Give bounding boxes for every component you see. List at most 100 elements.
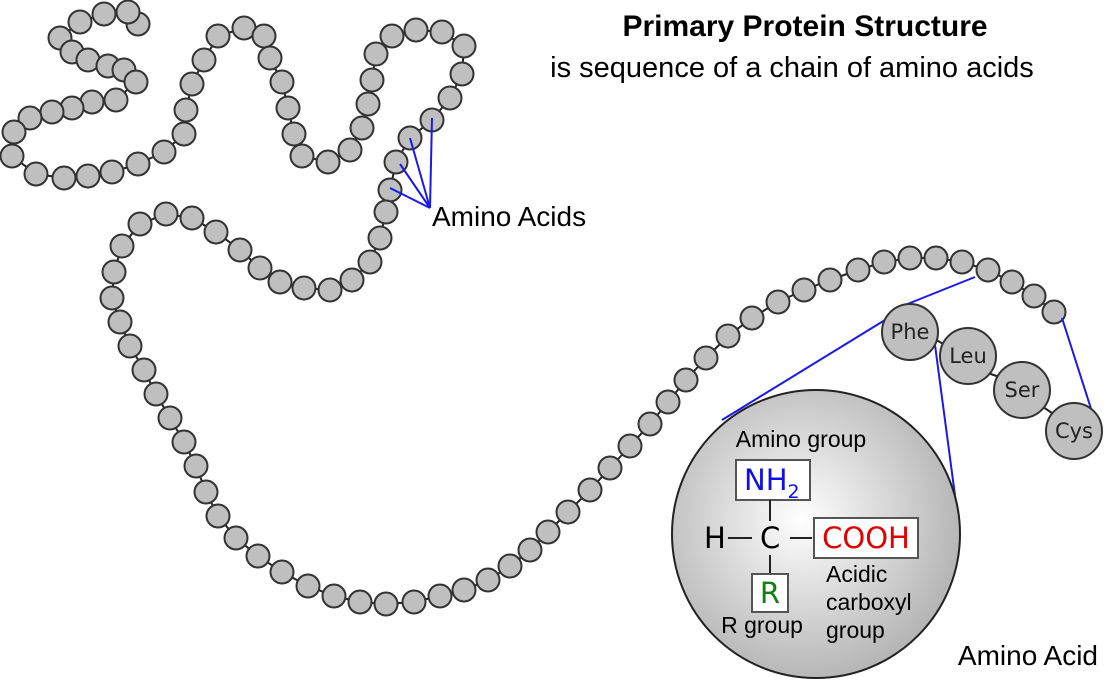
diagram-subtitle: is sequence of a chain of amino acids bbox=[550, 52, 1034, 84]
amino-acid-bead bbox=[123, 69, 149, 95]
amino-acid-bead bbox=[245, 543, 271, 569]
amino-acid-bead bbox=[269, 559, 295, 585]
amino-acid-bead bbox=[401, 589, 427, 615]
amino-acid-bead bbox=[597, 455, 623, 481]
amino-acid-bead bbox=[535, 519, 561, 545]
amino-acid-bead bbox=[949, 249, 975, 275]
amino-acid-bead bbox=[1041, 299, 1067, 325]
amino-acid-bead bbox=[223, 525, 249, 551]
acidic-label-line1: Acidic bbox=[826, 561, 887, 587]
diagram-title: Primary Protein Structure bbox=[622, 10, 987, 43]
amino-acid-bead bbox=[475, 567, 501, 593]
amino-acid-bead bbox=[403, 17, 429, 43]
amino-acid-bead bbox=[99, 285, 125, 311]
amino-acid-bead bbox=[451, 33, 477, 59]
amino-acid-bead bbox=[339, 267, 365, 293]
amino-acid-bead bbox=[349, 115, 375, 141]
amino-acid-bead bbox=[437, 85, 463, 111]
amino-acid-bead bbox=[99, 159, 125, 185]
amino-acid-bead bbox=[845, 257, 871, 283]
amino-acid-bead bbox=[315, 149, 341, 175]
zoom-lines-residues bbox=[904, 276, 1095, 419]
amino-acid-bead bbox=[251, 23, 277, 49]
amino-acid-bead bbox=[257, 45, 283, 71]
pointer-line bbox=[409, 137, 431, 209]
amino-acid-bead bbox=[131, 357, 157, 383]
amino-acid-bead bbox=[359, 67, 385, 93]
amino-acid-bead bbox=[367, 225, 393, 251]
residue-leu bbox=[939, 327, 997, 385]
amino-acid-bead bbox=[817, 267, 843, 293]
residue-cys bbox=[1045, 402, 1103, 460]
amino-acid-bead bbox=[39, 99, 65, 125]
amino-acid-bead bbox=[107, 309, 133, 335]
amino-acid-bead bbox=[765, 289, 791, 315]
r-box bbox=[751, 573, 789, 613]
amino-acid-structure: Amino group NH2 H C COOH R R group Acidi… bbox=[671, 389, 961, 679]
amino-acid-bead bbox=[715, 323, 741, 349]
amino-acid-bead bbox=[171, 121, 197, 147]
residue-ser-label: Ser bbox=[1005, 378, 1040, 402]
residue-cys-label: Cys bbox=[1055, 419, 1093, 443]
amino-acid-bead bbox=[373, 199, 399, 225]
amino-acid-bead bbox=[1, 119, 27, 145]
amino-acid-bead bbox=[0, 143, 25, 169]
amino-acid-bead bbox=[143, 381, 169, 407]
cooh-label: COOH bbox=[822, 521, 910, 555]
amino-acid-bead bbox=[377, 177, 403, 203]
amino-acid-bead bbox=[75, 163, 101, 189]
acidic-label-line3: group bbox=[826, 617, 885, 643]
amino-acid-bead bbox=[203, 219, 229, 245]
amino-acid-bead bbox=[923, 245, 949, 271]
amino-acid-bead bbox=[101, 259, 127, 285]
amino-acid-bead bbox=[739, 305, 765, 331]
residue-phe bbox=[881, 303, 939, 361]
amino-acid-bead bbox=[183, 453, 209, 479]
amino-acid-bead bbox=[109, 233, 135, 259]
amino-acid-bead bbox=[227, 237, 253, 263]
zoom-line bbox=[721, 319, 886, 421]
amino-acids-pointers bbox=[389, 117, 433, 209]
highlighted-residues: Phe Leu Ser Cys bbox=[881, 303, 1103, 460]
amino-acid-bead bbox=[267, 269, 293, 295]
amino-acid-bead bbox=[871, 249, 897, 275]
amino-acid-bead bbox=[173, 97, 199, 123]
amino-acid-bead bbox=[289, 143, 315, 169]
amino-acid-bead bbox=[179, 71, 205, 97]
amino-acid-bead bbox=[59, 95, 85, 121]
amino-acid-bead bbox=[191, 47, 217, 73]
amino-acid-bead bbox=[67, 9, 93, 35]
amino-acid-bead bbox=[373, 591, 399, 617]
amino-acid-bead bbox=[673, 367, 699, 393]
amino-acid-bead bbox=[51, 165, 77, 191]
nh2-label: NH2 bbox=[744, 463, 800, 503]
pointer-line bbox=[429, 117, 433, 209]
amino-acid-bead bbox=[655, 389, 681, 415]
amino-acid-bead bbox=[357, 249, 383, 275]
amino-acid-bead bbox=[577, 477, 603, 503]
amino-acid-bead bbox=[127, 211, 153, 237]
amino-acid-bead bbox=[171, 429, 197, 455]
amino-acid-bead bbox=[269, 69, 295, 95]
amino-acid-bead bbox=[337, 137, 363, 163]
amino-acid-bead bbox=[125, 151, 151, 177]
c-atom: C bbox=[760, 521, 780, 555]
amino-acid-bead bbox=[153, 201, 179, 227]
r-label: R bbox=[760, 576, 780, 610]
amino-acid-bead bbox=[347, 589, 373, 615]
amino-acid-bead bbox=[275, 95, 301, 121]
amino-acid-bead bbox=[117, 333, 143, 359]
amino-acid-bead bbox=[693, 345, 719, 371]
amino-acid-bead bbox=[451, 577, 477, 603]
amino-acid-bead bbox=[429, 19, 455, 45]
amino-acid-bead bbox=[791, 277, 817, 303]
amino-acid-bead bbox=[427, 583, 453, 609]
amino-acid-bead bbox=[497, 553, 523, 579]
pointer-line bbox=[389, 187, 431, 209]
amino-acid-bead bbox=[91, 1, 117, 27]
amino-acid-bead bbox=[115, 0, 141, 25]
amino-acid-bead bbox=[517, 537, 543, 563]
amino-acid-bead bbox=[247, 255, 273, 281]
amino-acid-bead bbox=[157, 405, 183, 431]
